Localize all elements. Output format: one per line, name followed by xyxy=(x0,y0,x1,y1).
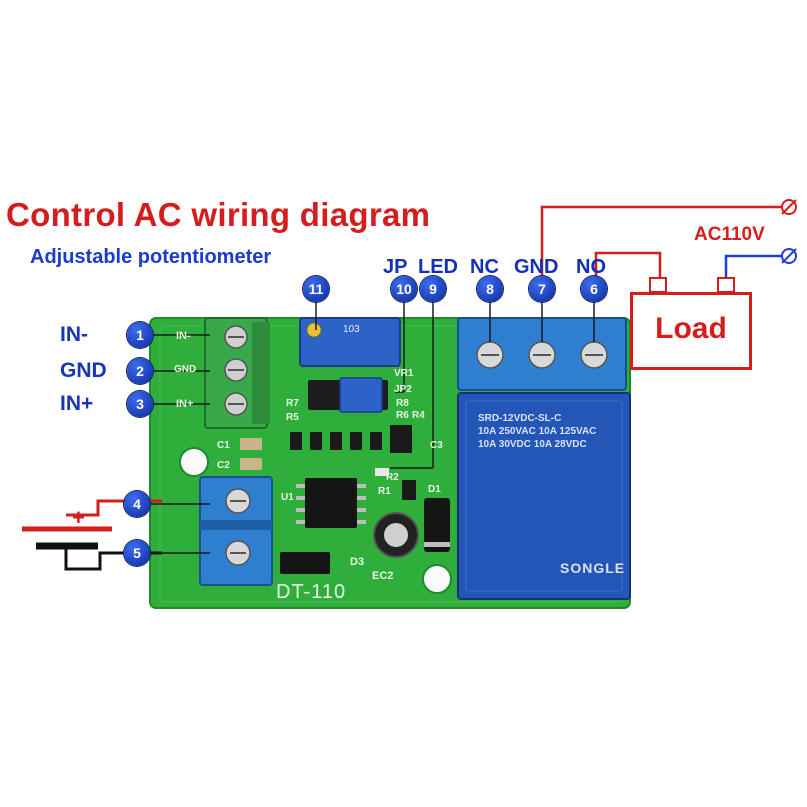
load-label: Load xyxy=(655,312,727,345)
ac-terminal-top-icon xyxy=(781,199,797,215)
power-terminal-block-icon xyxy=(199,476,273,586)
label-in-minus: IN- xyxy=(60,323,88,346)
label-nc: NC xyxy=(470,256,499,278)
pcb-mark-d3: D3 xyxy=(350,556,365,568)
badge-7: 7 xyxy=(529,276,555,302)
badge-6: 6 xyxy=(581,276,607,302)
relay-line-2: 10A 250VAC 10A 125VAC xyxy=(478,426,597,437)
label-gnd-relay: GND xyxy=(514,256,559,278)
capacitor-icon xyxy=(373,512,419,558)
badge-1: 1 xyxy=(127,322,153,348)
pcb-mark-vr1: VR1 xyxy=(394,368,414,379)
pot-marking: 103 xyxy=(343,324,360,335)
potentiometer-icon xyxy=(299,317,401,367)
pcb-mark-r4: R4 xyxy=(412,410,425,421)
label-no: NO xyxy=(576,256,606,278)
red-wire-ac xyxy=(540,205,784,278)
label-jp: JP xyxy=(383,256,408,278)
input-terminal-block-icon xyxy=(204,317,270,429)
pcb-mark-in-minus: IN- xyxy=(176,330,191,342)
relay-line-1: SRD-12VDC-SL-C xyxy=(478,413,562,424)
pcb-mark-u1: U1 xyxy=(281,492,294,503)
leader-lines xyxy=(150,300,595,554)
pcb-mark-r8: R8 xyxy=(396,398,409,409)
pcb-mark-r2: R2 xyxy=(386,472,399,483)
pcb-mark-c2: C2 xyxy=(217,460,230,471)
badge-5: 5 xyxy=(124,540,150,566)
label-in-plus: IN+ xyxy=(60,392,94,415)
pcb-mark-gnd: GND xyxy=(174,364,197,375)
pcb-mark-c3: C3 xyxy=(430,440,443,451)
badge-2: 2 xyxy=(127,358,153,384)
ic-chip-icon xyxy=(296,478,366,528)
relay-line-3: 10A 30VDC 10A 28VDC xyxy=(478,439,587,450)
pcb-mark-r1: R1 xyxy=(378,486,391,497)
badge-8: 8 xyxy=(477,276,503,302)
pcb-mark-r6: R6 xyxy=(396,410,409,421)
jumper-icon xyxy=(308,377,388,413)
pcb-mark-jp2: JP2 xyxy=(394,384,412,395)
pcb-mark-d1: D1 xyxy=(428,484,441,495)
badge-11: 11 xyxy=(303,276,329,302)
pcb-mark-c1: C1 xyxy=(217,440,230,451)
load-lug-left xyxy=(649,277,667,293)
red-wire-no xyxy=(594,251,662,278)
load-box: Load xyxy=(630,292,752,370)
label-gnd: GND xyxy=(60,359,107,382)
pcb-mark-r5: R5 xyxy=(286,412,299,423)
relay-brand: SONGLE xyxy=(560,560,626,576)
ac-terminal-bottom-icon xyxy=(781,248,797,264)
relay-markings: SRD-12VDC-SL-C 10A 250VAC 10A 125VAC 10A… xyxy=(478,412,596,451)
pcb-mark-in-plus: IN+ xyxy=(176,398,194,410)
pcb-mark-ec2: EC2 xyxy=(372,570,394,582)
badge-4: 4 xyxy=(124,491,150,517)
blue-wire-ac xyxy=(724,254,784,278)
diode-d3-icon xyxy=(280,552,330,574)
pcb-mark-r7: R7 xyxy=(286,398,299,409)
diode-icon xyxy=(424,498,450,552)
mount-hole-icon xyxy=(179,447,209,477)
relay-terminal-block-icon xyxy=(457,317,627,391)
load-lug-right xyxy=(717,277,735,293)
smd-components xyxy=(240,425,416,500)
relay-icon xyxy=(457,392,631,600)
mount-hole-icon xyxy=(422,564,452,594)
badge-9: 9 xyxy=(420,276,446,302)
ac-voltage-label: AC110V xyxy=(694,224,765,245)
diagram-subtitle: Adjustable potentiometer xyxy=(30,246,272,268)
badge-3: 3 xyxy=(127,391,153,417)
badge-10: 10 xyxy=(391,276,417,302)
diagram-title: Control AC wiring diagram xyxy=(6,196,431,233)
battery-plus-sign: + xyxy=(72,505,85,530)
label-led: LED xyxy=(418,256,458,278)
board-model-label: DT-110 xyxy=(276,581,347,603)
